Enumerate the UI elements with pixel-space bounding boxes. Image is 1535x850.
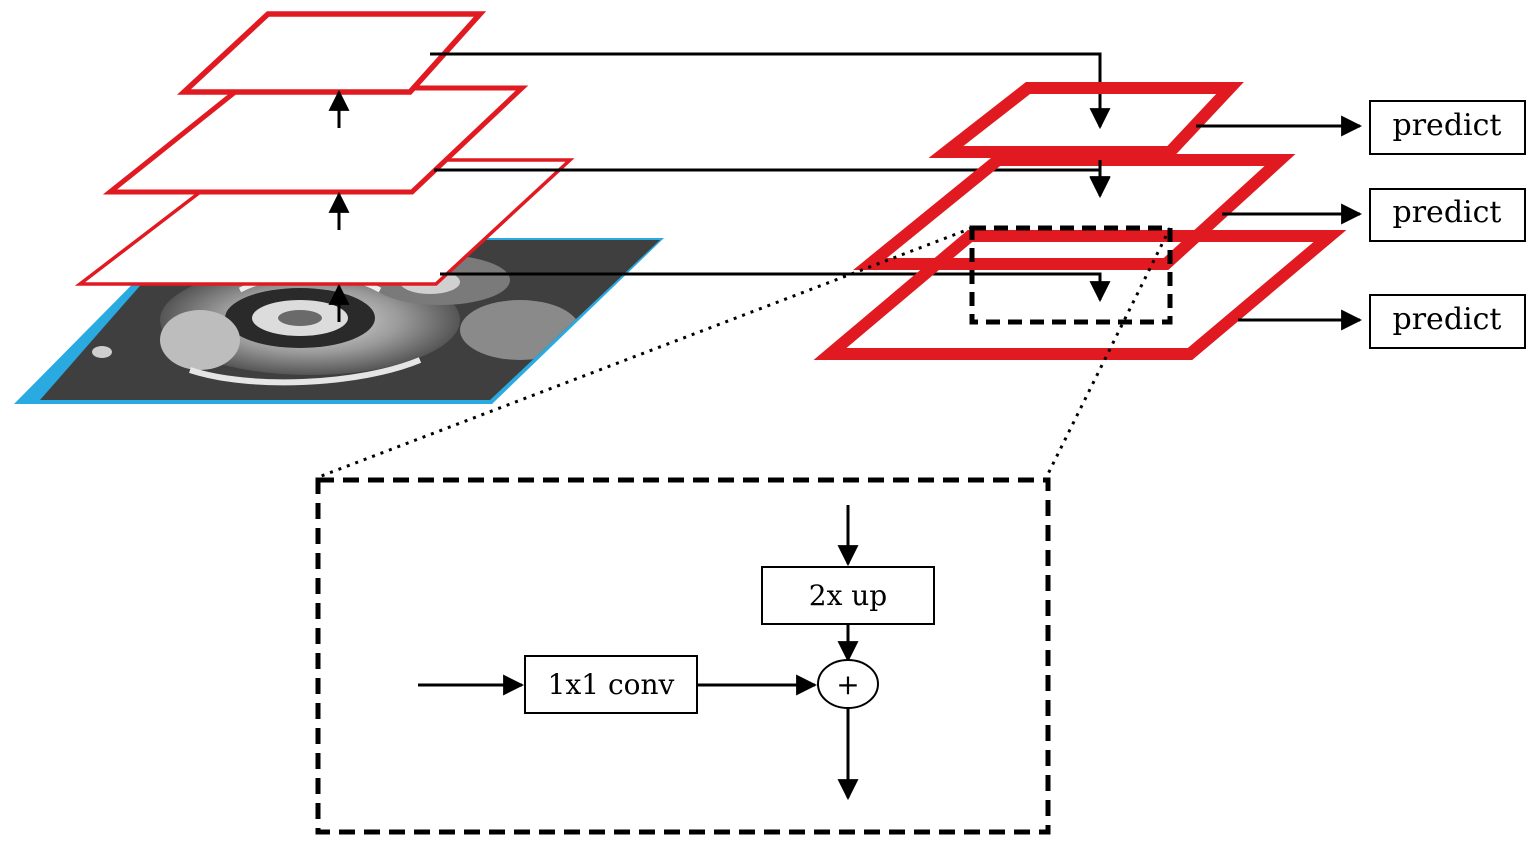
predict-box-1: predict (1369, 100, 1526, 155)
predict-box-2: predict (1369, 188, 1526, 242)
pyramid-level-2 (102, 85, 529, 195)
zoom-line-left (315, 226, 973, 480)
zoom-region (969, 225, 1173, 325)
output-level-bottom (813, 230, 1347, 360)
upsample-box: 2x up (761, 566, 935, 625)
detail-frame (315, 477, 1051, 835)
plus-circle-icon: + (817, 659, 879, 709)
conv-box: 1x1 conv (524, 655, 698, 714)
lateral-connection-bottom (440, 272, 1111, 303)
merge-symbol: + (836, 668, 859, 701)
predict-box-3: predict (1369, 294, 1526, 349)
lateral-connection-top (430, 52, 1111, 130)
output-level-top (928, 82, 1244, 158)
predict-label-3: predict (1393, 302, 1502, 337)
predict-label-1: predict (1393, 108, 1502, 143)
upsample-label: 2x up (809, 579, 887, 612)
conv-label: 1x1 conv (548, 668, 675, 701)
predict-label-2: predict (1393, 195, 1502, 230)
output-level-middle (853, 154, 1296, 270)
zoom-line-right (1044, 227, 1172, 479)
